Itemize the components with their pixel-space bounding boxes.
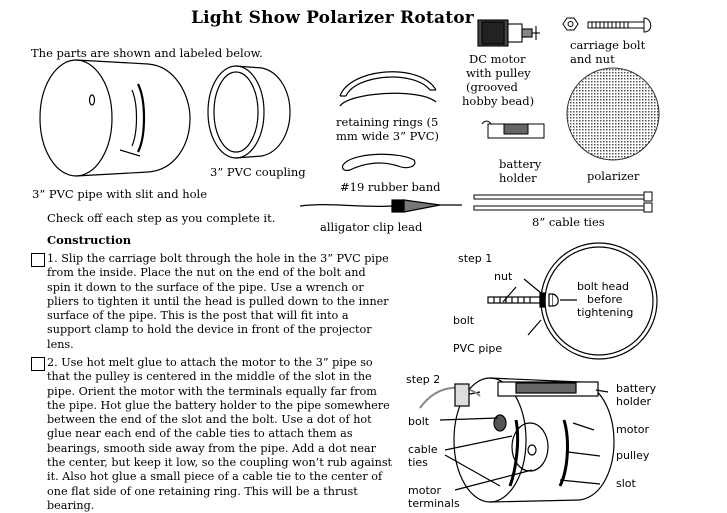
step2-battery-holder-label-1: battery bbox=[616, 382, 657, 395]
step2-cable-ties-label-1: cable bbox=[408, 443, 438, 456]
step-1-checkbox[interactable] bbox=[31, 253, 45, 267]
carriage-bolt-drawing bbox=[562, 17, 652, 33]
step2-motor-terminals-label-1: motor bbox=[408, 484, 442, 497]
dc-motor-label-3: (grooved bbox=[466, 80, 518, 94]
battery-holder-drawing bbox=[481, 120, 545, 139]
step2-slot-label: slot bbox=[616, 477, 636, 490]
dc-motor-label-2: with pulley bbox=[466, 66, 531, 80]
polarizer-label: polarizer bbox=[587, 169, 640, 183]
step-2-checkbox[interactable] bbox=[31, 357, 45, 371]
rubber-band-label: #19 rubber band bbox=[340, 180, 441, 194]
step1-head-label-1: bolt head bbox=[577, 280, 630, 293]
intro-text: The parts are shown and labeled below. bbox=[31, 46, 263, 60]
cable-ties-label: 8” cable ties bbox=[532, 215, 605, 229]
pvc-pipe-label: 3” PVC pipe with slit and hole bbox=[32, 187, 208, 201]
battery-holder-label-2: holder bbox=[499, 171, 537, 185]
alligator-clip-drawing bbox=[299, 199, 462, 213]
battery-holder-label-1: battery bbox=[499, 157, 542, 171]
construction-heading: Construction bbox=[47, 233, 132, 247]
pvc-pipe-drawing bbox=[39, 59, 191, 177]
dc-motor-label-1: DC motor bbox=[469, 52, 526, 66]
step2-pulley-label: pulley bbox=[616, 449, 650, 462]
step1-head-label-2: before bbox=[587, 293, 623, 306]
step1-head-label-3: tightening bbox=[577, 306, 634, 319]
cable-ties-drawing bbox=[473, 191, 653, 213]
dc-motor-drawing bbox=[477, 19, 540, 47]
step1-pvc-label: PVC pipe bbox=[453, 342, 503, 355]
page-title: Light Show Polarizer Rotator bbox=[191, 8, 474, 28]
step-2-text: 2. Use hot melt glue to attach the motor… bbox=[47, 356, 393, 512]
pvc-coupling-drawing bbox=[207, 65, 291, 159]
polarizer-drawing bbox=[566, 67, 660, 161]
retaining-rings-drawing bbox=[339, 71, 437, 107]
step-1-text: 1. Slip the carriage bolt through the ho… bbox=[47, 252, 389, 351]
pvc-coupling-label: 3” PVC coupling bbox=[210, 165, 306, 179]
step1-label: step 1 bbox=[458, 252, 493, 265]
step1-figure bbox=[487, 242, 658, 360]
carriage-bolt-label-1: carriage bolt bbox=[570, 38, 646, 52]
carriage-bolt-label-2: and nut bbox=[570, 52, 615, 66]
alligator-clip-label: alligator clip lead bbox=[320, 220, 423, 234]
step2-label: step 2 bbox=[406, 373, 441, 386]
step2-battery-holder-label-2: holder bbox=[616, 395, 652, 408]
step2-motor-terminals-label-2: terminals bbox=[408, 497, 460, 510]
step2-motor-label: motor bbox=[616, 423, 650, 436]
step1-nut-label: nut bbox=[494, 270, 513, 283]
retaining-rings-label-1: retaining rings (5 bbox=[336, 115, 439, 129]
step2-bolt-label: bolt bbox=[408, 415, 430, 428]
step2-figure bbox=[419, 377, 615, 503]
step2-cable-ties-label-2: ties bbox=[408, 456, 428, 469]
step1-bolt-label: bolt bbox=[453, 314, 475, 327]
rubber-band-drawing bbox=[341, 153, 416, 171]
dc-motor-label-4: hobby bead) bbox=[462, 94, 535, 108]
retaining-rings-label-2: mm wide 3” PVC) bbox=[336, 129, 439, 143]
checkoff-note: Check off each step as you complete it. bbox=[47, 211, 276, 225]
